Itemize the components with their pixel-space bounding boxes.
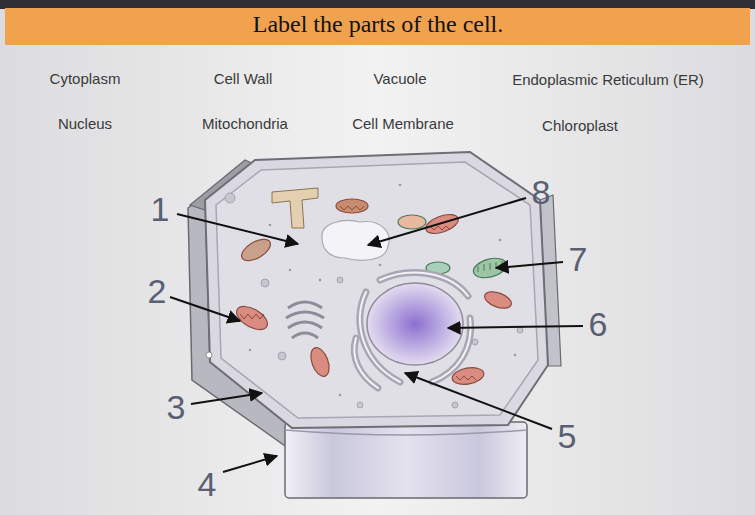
callout-number: 4 xyxy=(198,466,217,503)
word-bank-term: Nucleus xyxy=(58,116,112,133)
word-bank-term: Cell Wall xyxy=(214,71,273,88)
callout-number: 1 xyxy=(151,191,170,228)
callout-number: 7 xyxy=(569,241,588,278)
word-bank-term: Vacuole xyxy=(373,71,426,88)
callout-number: 2 xyxy=(148,273,167,310)
callout-number: 6 xyxy=(589,306,608,343)
word-bank-term: Cell Membrane xyxy=(352,116,454,133)
word-bank-term: Mitochondria xyxy=(202,116,288,133)
callout-number: 8 xyxy=(532,174,551,211)
title: Label the parts of the cell. xyxy=(253,11,504,37)
word-bank-term: Endoplasmic Reticulum (ER) xyxy=(512,72,704,89)
callout-number: 3 xyxy=(167,389,186,426)
word-bank-term: Chloroplast xyxy=(542,118,618,135)
word-bank-term: Cytoplasm xyxy=(50,71,121,88)
callout-number: 5 xyxy=(558,418,577,455)
